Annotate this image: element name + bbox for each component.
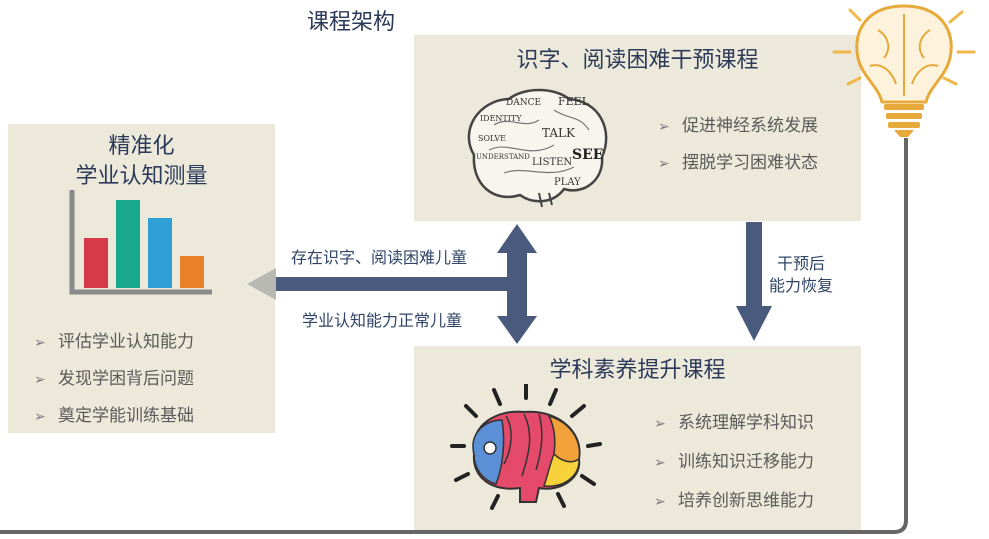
upper-arrow-label: 存在识字、阅读困难儿童 <box>291 248 468 267</box>
bottom-box: 学科素养提升课程 ➢系统理解学科知识 ➢训练知识迁移能力 ➢培养创新思维能力 <box>414 346 861 530</box>
top-box-title: 识字、阅读困难干预课程 <box>516 48 759 73</box>
brain-word: UNDERSTAND <box>476 153 530 161</box>
bottom-box-bullets: ➢系统理解学科知识 ➢训练知识迁移能力 ➢培养创新思维能力 <box>654 408 814 523</box>
brain-word: SOLVE <box>478 134 506 143</box>
vertical-arrow-shaft <box>507 252 527 318</box>
left-box: 精准化 学业认知测量 ➢评估学业认知能力 ➢发现学困背后问题 ➢奠定学能训练基础 <box>8 124 275 433</box>
top-box: 识字、阅读困难干预课程 DANCE FEEL IDENTITY TALK SEE… <box>414 35 861 221</box>
down-arrow-head <box>497 316 537 344</box>
right-arrow-shaft <box>746 222 762 308</box>
lower-arrow-label: 学业认知能力正常儿童 <box>302 311 463 330</box>
list-item: ➢评估学业认知能力 <box>34 332 194 352</box>
left-arrow-head <box>247 268 276 300</box>
colorful-brain-icon <box>450 384 602 510</box>
list-item: ➢系统理解学科知识 <box>654 413 814 433</box>
list-item: ➢奠定学能训练基础 <box>34 406 194 426</box>
list-item: ➢摆脱学习困难状态 <box>658 153 818 173</box>
list-item: ➢促进神经系统发展 <box>658 116 818 136</box>
brain-words-icon: DANCE FEEL IDENTITY TALK SEE LISTEN SOLV… <box>467 88 608 208</box>
bar-4 <box>180 256 204 288</box>
left-box-title: 精准化 学业认知测量 <box>8 132 275 192</box>
top-box-bullets: ➢促进神经系统发展 ➢摆脱学习困难状态 <box>658 111 818 185</box>
right-arrow-head <box>736 306 772 341</box>
left-box-bullets: ➢评估学业认知能力 ➢发现学困背后问题 ➢奠定学能训练基础 <box>34 327 194 438</box>
up-arrow-head <box>497 224 537 253</box>
arrow-bullet-icon: ➢ <box>34 409 46 425</box>
brain-word: DANCE <box>506 98 541 108</box>
arrow-bullet-icon: ➢ <box>34 372 46 388</box>
arrow-bullet-icon: ➢ <box>658 156 670 172</box>
arrow-bullet-icon: ➢ <box>34 335 46 351</box>
bar-1 <box>84 238 108 288</box>
right-arrow-label-line1: 干预后 <box>777 254 826 273</box>
left-box-title-line1: 精准化 <box>108 134 175 159</box>
right-arrow-label-line2: 能力恢复 <box>769 276 834 295</box>
bar-3 <box>148 218 172 288</box>
page-title: 课程架构 <box>307 10 396 35</box>
brain-word: LISTEN <box>532 157 572 168</box>
brain-word: TALK <box>542 126 576 140</box>
list-item: ➢发现学困背后问题 <box>34 369 194 389</box>
bar-chart-icon <box>69 190 212 295</box>
arrow-bullet-icon: ➢ <box>654 494 666 510</box>
brain-word: SEE <box>572 147 603 163</box>
arrow-bullet-icon: ➢ <box>654 455 666 471</box>
arrow-bullet-icon: ➢ <box>658 119 670 135</box>
arrow-bullet-icon: ➢ <box>654 416 666 432</box>
left-box-title-line2: 学业认知测量 <box>75 164 208 189</box>
list-item: ➢培养创新思维能力 <box>654 491 814 511</box>
list-item: ➢训练知识迁移能力 <box>654 452 814 472</box>
lightbulb-brain-icon <box>832 4 976 137</box>
bar-2 <box>116 200 140 288</box>
brain-word: IDENTITY <box>480 114 522 123</box>
brain-word: FEEL <box>558 95 590 108</box>
brain-word: PLAY <box>554 177 581 188</box>
right-arrow-label: 干预后 能力恢复 <box>769 253 833 297</box>
left-arrow-shaft <box>276 277 520 291</box>
bottom-box-title: 学科素养提升课程 <box>549 358 726 383</box>
